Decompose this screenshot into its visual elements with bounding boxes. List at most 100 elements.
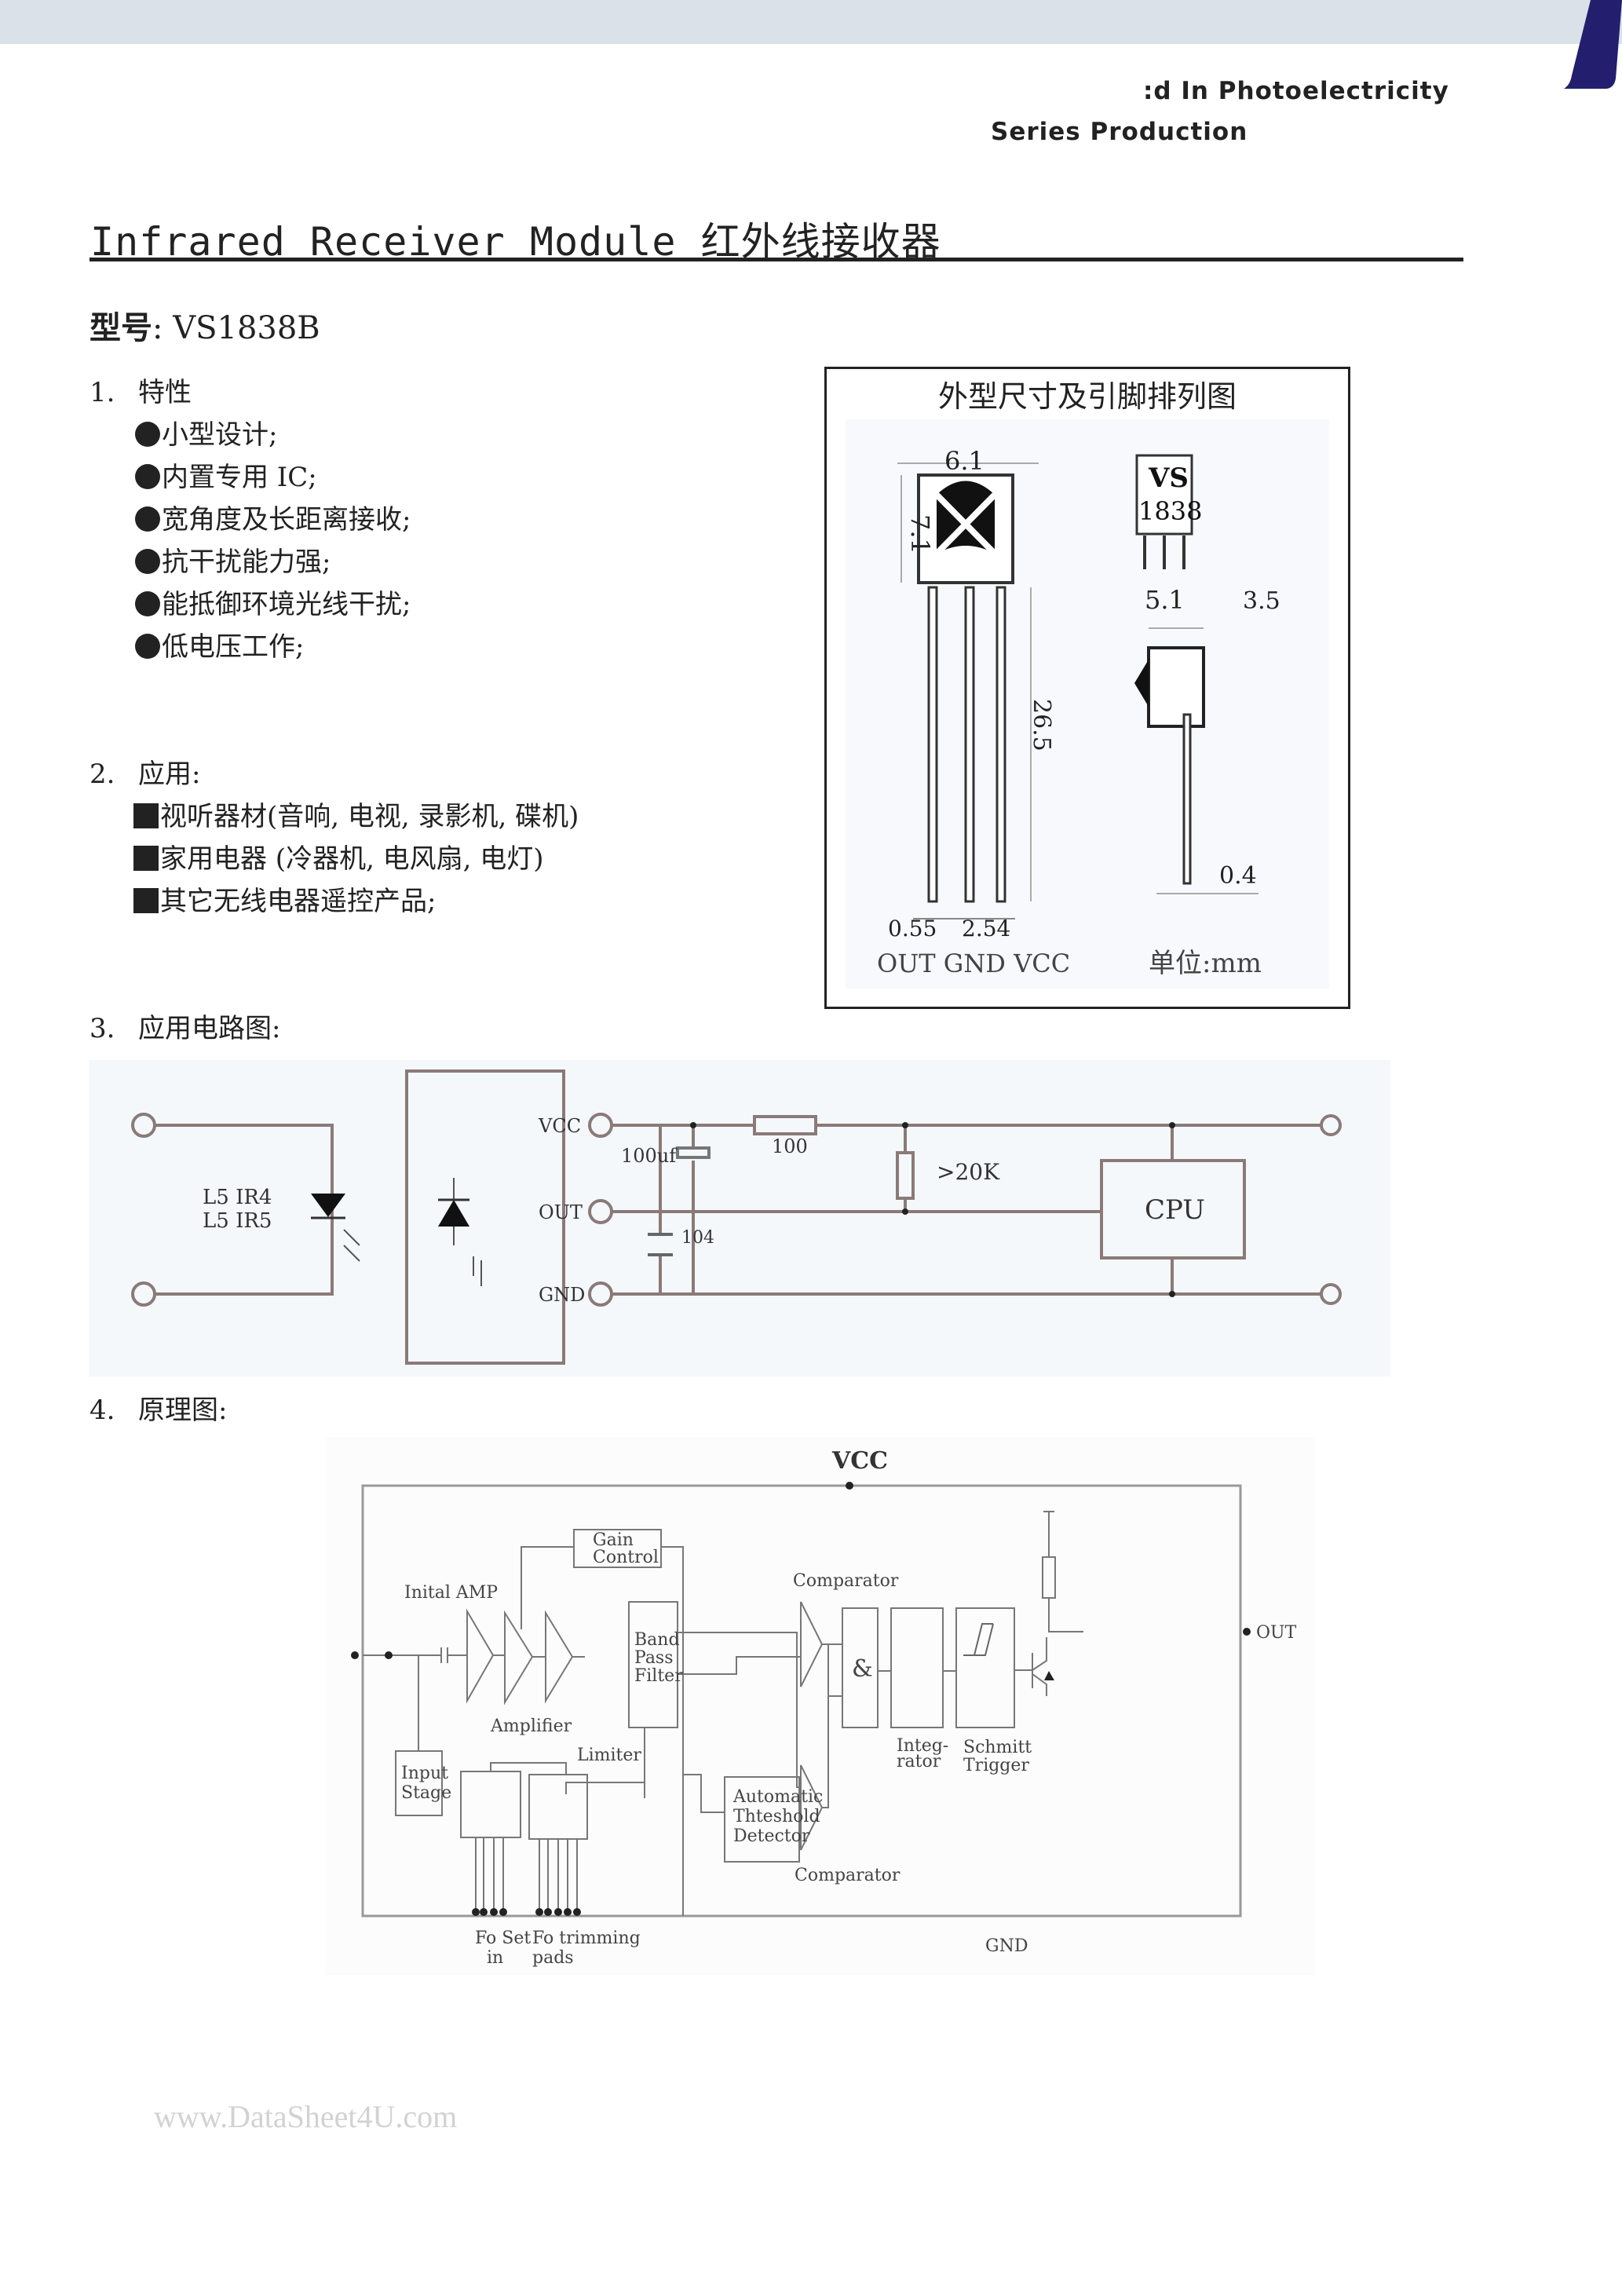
section-title: 特性 (138, 377, 192, 408)
dimension-figure: 外型尺寸及引脚排列图 6.1 7.1 26.5 0.55 2.54 OUT GN… (824, 367, 1350, 1009)
svg-text:1838: 1838 (1138, 496, 1202, 526)
application-text: 其它无线电器遥控产品; (160, 886, 437, 917)
bullet-square-icon (133, 846, 159, 871)
bullet-square-icon (133, 803, 159, 828)
application-item: 其它无线电器遥控产品; (133, 879, 436, 918)
svg-text:VS: VS (1148, 462, 1189, 494)
package-drawing: 6.1 7.1 26.5 0.55 2.54 OUT GND VCC VS 18… (877, 446, 1280, 979)
application-text: 家用电器 (冷器机, 电风扇, 电灯) (160, 843, 544, 875)
section-number: 1. (90, 377, 115, 408)
dim-pitch: 2.54 (962, 916, 1010, 941)
feature-text: 抗干扰能力强; (162, 547, 331, 578)
svg-text:Control: Control (593, 1548, 659, 1567)
amplifier-icon (545, 1610, 574, 1704)
bullet-dot-icon (135, 464, 160, 489)
comparator-top-label: Comparator (793, 1571, 899, 1591)
hysteresis-icon (963, 1623, 994, 1656)
and-gate-box (842, 1607, 879, 1728)
vcc-label: VCC (831, 1447, 888, 1475)
integrator-box (890, 1607, 944, 1728)
dim-lead-thickness: 0.4 (1219, 862, 1257, 890)
header-band (0, 0, 1622, 44)
feature-item: 低电压工作; (135, 625, 304, 664)
application-item: 家用电器 (冷器机, 电风扇, 电灯) (133, 837, 544, 876)
led-label-2: L5 IR5 (203, 1209, 272, 1233)
header-subtitle: Series Production (991, 118, 1248, 146)
resistor-100-label: 100 (772, 1135, 808, 1157)
photodiode-icon (438, 1200, 469, 1227)
pullup-resistor-internal (1042, 1556, 1056, 1599)
brand-swoosh-logo (1564, 0, 1622, 89)
led-label-1: L5 IR4 (203, 1186, 272, 1209)
limiter-label: Limiter (577, 1746, 641, 1765)
application-item: 视听器材(音响, 电视, 录影机, 碟机) (133, 795, 579, 833)
feature-text: 小型设计; (162, 419, 278, 451)
svg-text:Filter: Filter (634, 1666, 683, 1686)
bullet-dot-icon (135, 549, 160, 574)
gain-control-box (573, 1529, 662, 1568)
svg-text:Stage: Stage (401, 1783, 451, 1803)
receiver-module-box (405, 1069, 565, 1365)
section-number: 3. (90, 1013, 115, 1044)
terminal-top-right (1320, 1114, 1342, 1136)
title-divider (90, 258, 1463, 261)
pin-labels: OUT GND VCC (877, 949, 1070, 978)
band-pass-filter-box (628, 1601, 678, 1728)
pin-vcc-label: VCC (538, 1115, 581, 1137)
section-applications-heading: 2.应用: (90, 752, 200, 791)
amplifier-label: Amplifier (490, 1717, 572, 1736)
output-transistor-icon (1032, 1637, 1047, 1696)
feature-item: 小型设计; (135, 413, 277, 452)
dim-front-width: 6.1 (944, 446, 985, 476)
svg-text:in: in (487, 1948, 503, 1968)
cpu-label: CPU (1145, 1194, 1205, 1226)
fo-set-label: Fo Set (475, 1929, 531, 1948)
pin-gnd-label: GND (539, 1284, 585, 1306)
initial-amp-icon (466, 1608, 495, 1704)
fo-set-box (460, 1771, 521, 1838)
schmitt-trigger-box (955, 1607, 1015, 1728)
terminal-bottom-left (131, 1281, 156, 1307)
input-stage-label: Input (401, 1764, 448, 1783)
block-diagram-drawing: VCC Inital AMP Amplifier Limiter Gain Co… (351, 1447, 1297, 1968)
section-number: 2. (90, 759, 115, 790)
fo-trim-label: Fo trimming (532, 1929, 641, 1948)
resistor-20k-label: >20K (937, 1159, 1000, 1185)
svg-text:rator: rator (897, 1752, 941, 1771)
model-value: VS1838B (173, 310, 320, 346)
threshold-detector-box (724, 1776, 800, 1863)
section-features-heading: 1. 特性 (90, 371, 192, 409)
cap-104-label: 104 (681, 1228, 714, 1248)
feature-text: 内置专用 IC; (162, 462, 317, 493)
ic-outline (361, 1484, 1242, 1918)
feature-text: 低电压工作; (162, 631, 305, 663)
comparator-bottom-label: Comparator (795, 1866, 901, 1885)
series-resistor (753, 1115, 817, 1135)
integrator-label: Integ- (897, 1736, 948, 1756)
svg-text:Thteshold: Thteshold (733, 1807, 820, 1826)
vcc-node (846, 1482, 853, 1490)
watermark-link[interactable]: www.DataSheet4U.com (154, 2099, 458, 2134)
svg-text:Detector: Detector (733, 1826, 810, 1846)
section-principle-heading: 4.原理图: (90, 1388, 227, 1427)
and-gate-label: & (852, 1655, 873, 1683)
cpu-box (1100, 1159, 1246, 1260)
comparator-icon (800, 1764, 824, 1851)
svg-text:Pass: Pass (634, 1648, 674, 1668)
cap-100uf-label: 100uf (621, 1145, 678, 1167)
section-circuit-heading: 3.应用电路图: (90, 1007, 280, 1045)
gain-control-label: Gain (593, 1530, 634, 1550)
model-line: 型号: VS1838B (90, 302, 320, 348)
terminal-top-left (131, 1113, 156, 1138)
dim-side-depth: 3.5 (1243, 587, 1280, 615)
application-text: 视听器材(音响, 电视, 录影机, 碟机) (160, 801, 579, 832)
feature-item: 内置专用 IC; (135, 455, 317, 494)
ir-led-icon (311, 1194, 345, 1217)
figure-caption: 外型尺寸及引脚排列图 (937, 379, 1237, 414)
model-separator: : (152, 310, 163, 346)
unit-label: 单位:mm (1149, 948, 1262, 979)
side-body (1147, 646, 1205, 728)
gnd-label: GND (985, 1936, 1028, 1956)
feature-item: 抗干扰能力强; (135, 540, 331, 579)
page-title: Infrared Receiver Module 红外线接收器 (90, 219, 941, 265)
